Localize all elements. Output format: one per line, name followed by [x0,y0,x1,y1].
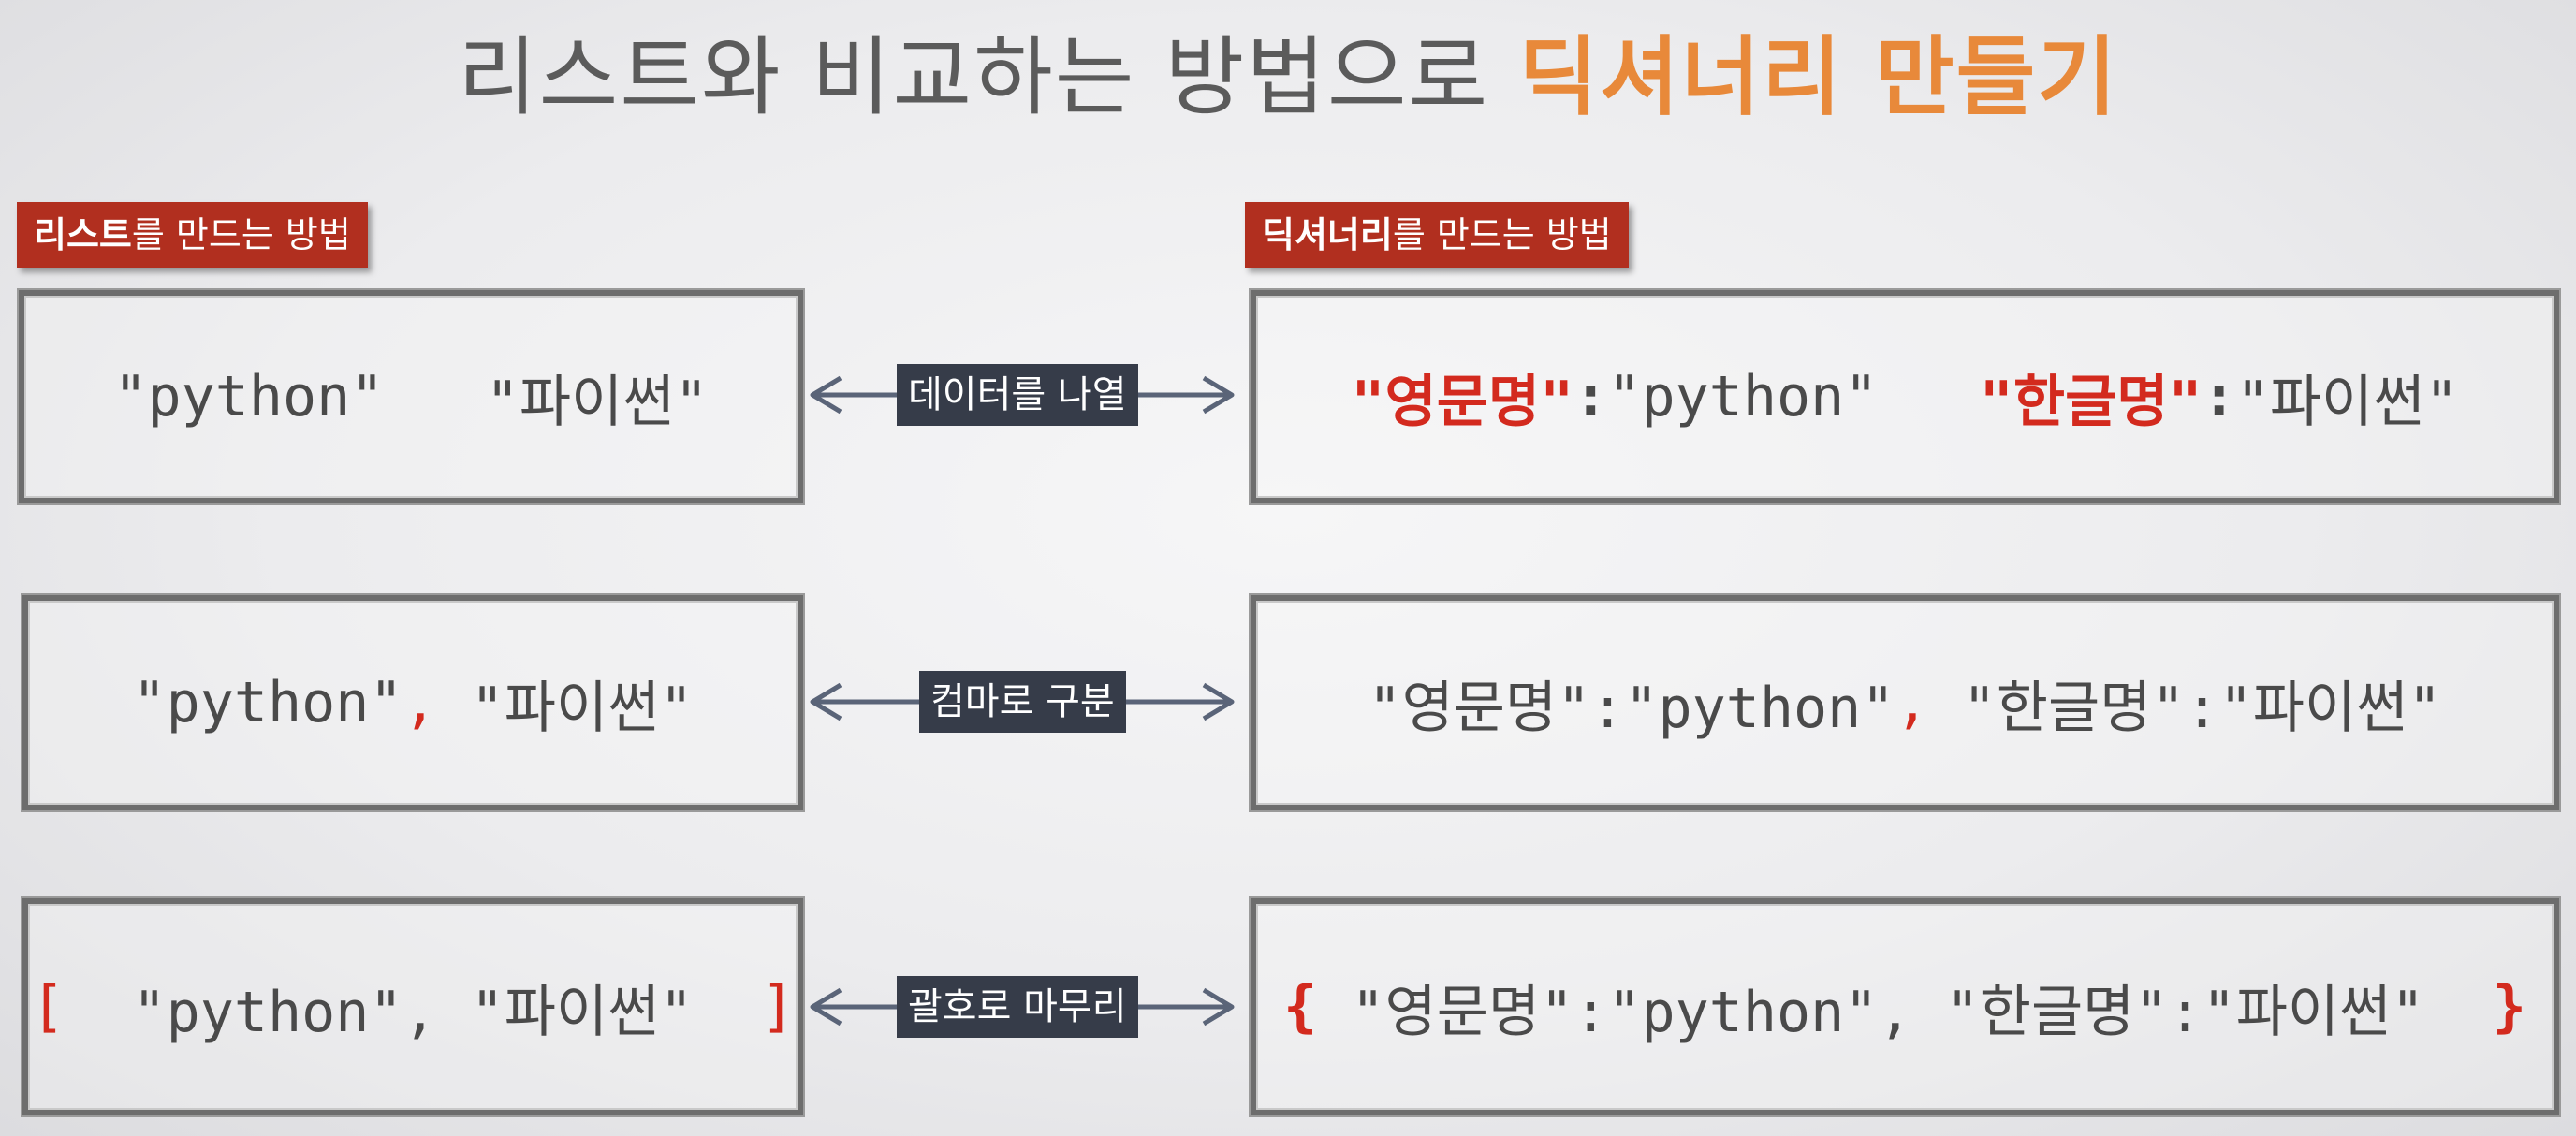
dict-value-korean: "파이썬" [2235,369,2459,435]
step-label-row-2: 컴마로 구분 [919,671,1126,733]
list-badge-bold: 리스트 [34,214,132,255]
list-box-row-3: [ "python", "파이썬" ] [22,898,803,1115]
colon: : [2202,364,2236,430]
dict-literal: "영문명":"python", "한글명":"파이썬" [1317,979,2493,1045]
list-item-korean: "파이썬" [436,675,694,741]
list-box-row-2: "python", "파이썬" [22,595,803,810]
dict-pair-english: "영문명":"python" [1368,675,1895,741]
spacer [384,364,485,430]
title-highlight: 딕셔너리 만들기 [1518,27,2118,127]
list-badge-rest: 를 만드는 방법 [131,214,351,255]
open-brace: { [1283,974,1318,1040]
dict-key-korean: "한글명" [1979,369,2203,435]
dict-value-python: "python" [1607,364,1879,430]
dict-badge-bold: 딕셔너리 [1262,214,1393,255]
dict-method-badge: 딕셔너리를 만드는 방법 [1245,202,1629,268]
dict-badge-rest: 를 만드는 방법 [1392,214,1612,255]
spacer [1878,364,1979,430]
close-bracket: ] [760,974,795,1040]
list-item-python: "python" [113,364,385,430]
comma-separator: , [1895,670,1929,735]
colon: : [1573,364,1608,430]
title-main: 리스트와 비교하는 방법으로 [458,27,1519,127]
dict-box-row-1: "영문명":"python" "한글명":"파이썬" [1251,290,2559,503]
page-title: 리스트와 비교하는 방법으로 딕셔너리 만들기 [0,17,2576,138]
dict-box-row-3: { "영문명":"python", "한글명":"파이썬" } [1251,898,2559,1115]
list-item-korean: "파이썬" [485,369,709,435]
list-item-python: "python" [132,670,403,735]
step-label-row-3: 괄호로 마무리 [897,976,1138,1038]
dict-box-row-2: "영문명":"python", "한글명":"파이썬" [1251,595,2559,810]
list-literal: "python", "파이썬" [65,979,761,1045]
dict-key-english: "영문명" [1351,369,1574,435]
list-method-badge: 리스트를 만드는 방법 [17,202,368,268]
close-brace: } [2492,974,2526,1040]
step-label-row-1: 데이터를 나열 [897,364,1138,426]
open-bracket: [ [31,974,66,1040]
comma-separator: , [402,670,437,735]
list-box-row-1: "python" "파이썬" [19,290,803,503]
dict-pair-korean: "한글명":"파이썬" [1928,675,2442,741]
